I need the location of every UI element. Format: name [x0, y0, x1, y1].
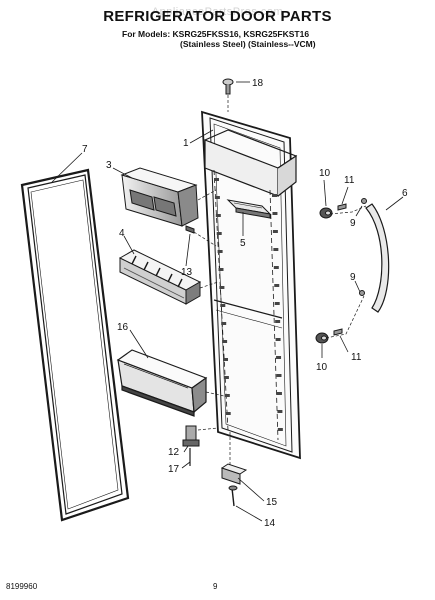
hinge-bracket	[220, 463, 248, 507]
callout-5: 5	[240, 238, 246, 249]
shelf-cover	[120, 167, 199, 227]
callout-11a: 11	[344, 175, 355, 186]
callout-9a: 9	[350, 218, 356, 229]
callout-12: 12	[168, 447, 180, 458]
callout-13: 13	[181, 267, 193, 278]
rail-notch	[272, 230, 278, 233]
rail-notch	[272, 194, 277, 197]
rail-notch	[218, 268, 224, 271]
handle-bushing-lower	[315, 332, 329, 344]
can-rack	[118, 249, 202, 305]
rail-notch	[221, 322, 227, 325]
rail-notch	[216, 232, 222, 235]
small-bin	[226, 199, 272, 219]
callout-9b: 9	[350, 272, 356, 283]
assembly-lines	[193, 95, 367, 465]
callout-4: 4	[119, 228, 125, 239]
callouts: 7 1 3 4 5 13 16 12 17 18 6 10 11 9 9 10 …	[82, 78, 408, 529]
rail-notch	[272, 212, 278, 215]
models-line: For Models: KSRG25FKSS16, KSRG25FKST16	[122, 29, 310, 39]
rail-notch	[225, 412, 231, 415]
leader-lines	[51, 81, 404, 522]
watermark: AppliancePartsPros.com	[151, 6, 284, 18]
callout-6: 6	[402, 188, 408, 199]
door-bin	[116, 349, 208, 417]
callout-3: 3	[106, 160, 112, 171]
door-liner	[201, 110, 301, 460]
rail-notch	[224, 394, 230, 397]
handle-bushing-upper	[319, 207, 333, 219]
footer-page-number: 9	[213, 582, 218, 591]
rail-notch	[219, 286, 225, 289]
callout-11b: 11	[351, 352, 362, 363]
page-title: REFRIGERATOR DOOR PARTS	[103, 8, 332, 25]
callout-1: 1	[183, 138, 189, 149]
rail-notch	[215, 214, 221, 217]
handle-screws	[333, 198, 367, 336]
rail-notch	[273, 248, 279, 251]
rail-notch	[275, 320, 281, 323]
rail-notch	[274, 302, 280, 305]
rail-notch	[275, 338, 281, 341]
callout-18: 18	[252, 78, 264, 89]
callout-7: 7	[82, 144, 88, 155]
callout-16: 16	[117, 322, 129, 333]
callout-15: 15	[266, 497, 278, 508]
rail-notch	[277, 428, 283, 431]
callout-10b: 10	[316, 362, 328, 373]
rail-notch	[223, 358, 228, 361]
rail-notch	[277, 410, 283, 413]
rail-notch	[276, 374, 282, 377]
callout-14: 14	[264, 518, 276, 529]
rail-notch	[273, 266, 279, 269]
rail-notch	[217, 250, 223, 253]
liner-bin-rail-notches	[214, 178, 283, 431]
lower-hinge-pin	[182, 425, 200, 466]
top-screw	[222, 78, 234, 95]
door-handle	[365, 203, 390, 313]
rail-notch	[276, 356, 282, 359]
rail-notch	[222, 340, 228, 343]
callout-10a: 10	[319, 168, 331, 179]
retainer-clip	[185, 225, 195, 234]
variants-line: (Stainless Steel) (Stainless--VCM)	[180, 39, 316, 49]
rail-notch	[274, 284, 280, 287]
rail-notch	[220, 304, 226, 307]
callout-17: 17	[168, 464, 180, 475]
rail-notch	[214, 196, 220, 199]
footer-document-number: 8199960	[6, 582, 38, 591]
rail-notch	[214, 178, 219, 181]
rail-notch	[223, 376, 229, 379]
rail-notch	[276, 392, 282, 395]
door-gasket	[20, 168, 130, 522]
